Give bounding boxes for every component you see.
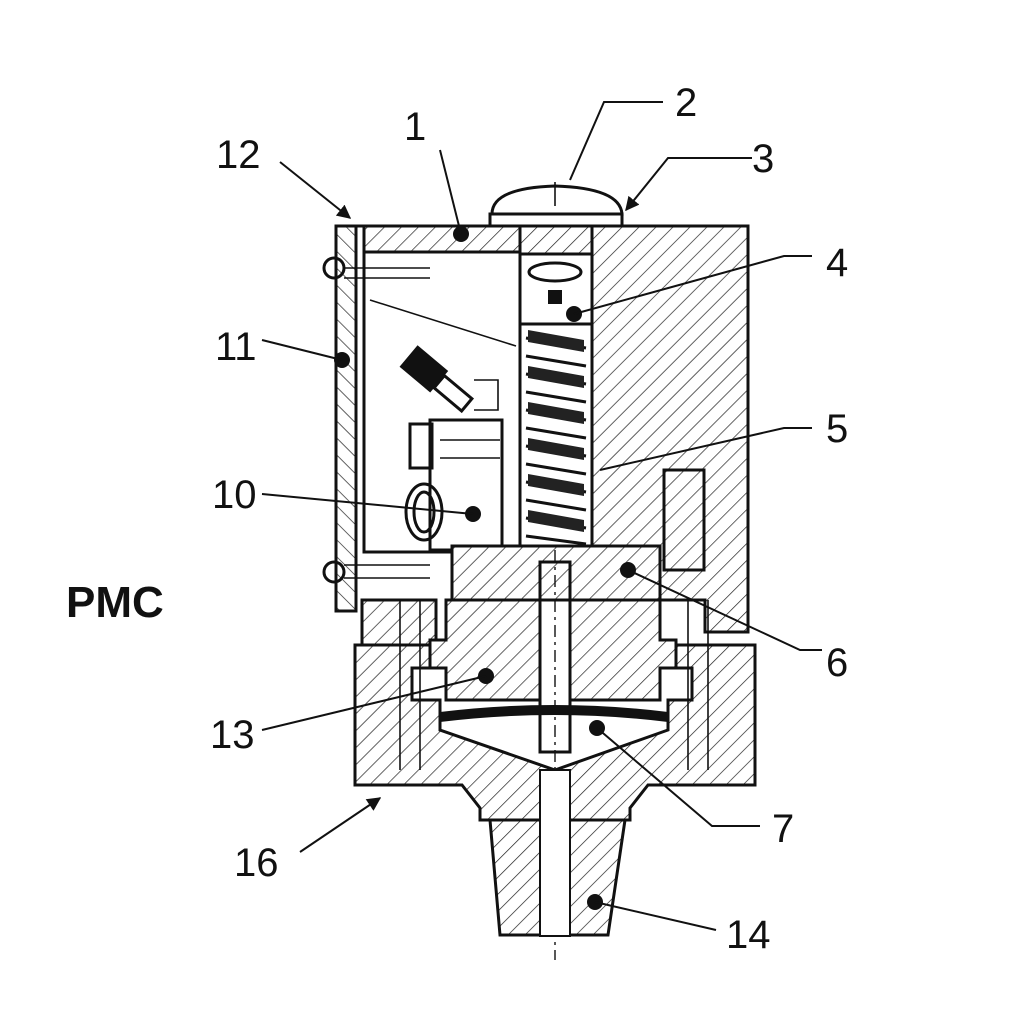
adjusting-screw bbox=[488, 182, 624, 326]
piston bbox=[428, 550, 678, 960]
diagram-title: PMC bbox=[66, 578, 164, 627]
diaphragm bbox=[440, 705, 668, 722]
callout-12: 12 bbox=[216, 133, 261, 177]
callout-6: 6 bbox=[826, 641, 848, 685]
callout-2: 2 bbox=[675, 81, 697, 125]
callout-16: 16 bbox=[234, 841, 279, 885]
callout-11: 11 bbox=[215, 325, 257, 369]
range-spring bbox=[518, 322, 594, 548]
microswitch bbox=[369, 299, 517, 552]
callout-3: 3 bbox=[752, 137, 774, 181]
upper-housing bbox=[322, 224, 750, 647]
callout-4: 4 bbox=[826, 241, 848, 285]
callout-10: 10 bbox=[212, 473, 257, 517]
callout-13: 13 bbox=[210, 713, 255, 757]
callout-1: 1 bbox=[404, 105, 426, 149]
callout-5: 5 bbox=[826, 407, 848, 451]
callout-7: 7 bbox=[772, 807, 794, 851]
callout-14: 14 bbox=[726, 913, 771, 957]
leader-lines bbox=[261, 101, 822, 931]
callout-labels: 1 2 3 4 5 6 7 10 11 12 13 14 16 bbox=[210, 81, 848, 957]
